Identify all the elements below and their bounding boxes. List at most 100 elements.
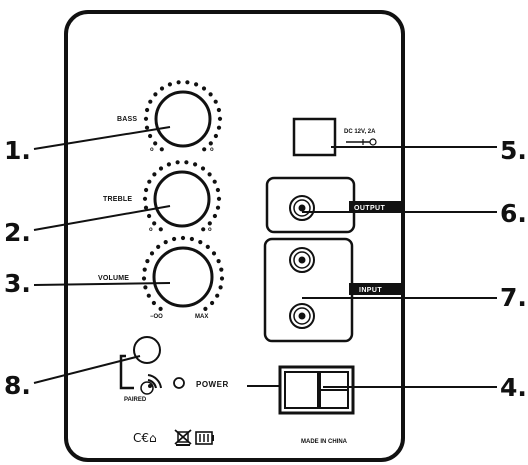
dial-dot — [194, 82, 199, 87]
dial-dot — [167, 82, 172, 87]
leader-2 — [33, 205, 171, 231]
bass-max-mark: o — [210, 147, 214, 153]
dial-dot — [152, 221, 157, 226]
dial-dot — [145, 107, 150, 113]
dial-dot — [141, 276, 147, 281]
input-rca-jack-top[interactable] — [289, 247, 315, 273]
dial-dot — [158, 306, 163, 311]
dial-dot — [210, 300, 215, 306]
dial-dot — [207, 221, 212, 226]
callout-number-2: 2. — [4, 218, 31, 247]
dial-dot — [147, 213, 152, 219]
callout-number-8: 8. — [4, 371, 31, 400]
treble-knob-body[interactable] — [153, 170, 211, 228]
volume-min-mark: −OO — [150, 314, 163, 320]
dial-dot — [205, 244, 210, 249]
dial-dot — [219, 267, 224, 272]
dial-dot — [142, 267, 147, 272]
power-label: POWER — [196, 380, 229, 389]
output-tag — [349, 201, 401, 213]
battery-recycle-icon — [195, 431, 214, 445]
dial-dot — [193, 162, 198, 167]
dial-dot — [216, 125, 222, 130]
dial-dot — [180, 235, 186, 241]
dial-dot — [147, 179, 152, 184]
dial-dot — [158, 166, 164, 171]
dc-polarity-icon — [346, 138, 377, 146]
dial-dot — [148, 133, 153, 139]
power-led-indicator — [173, 377, 185, 389]
dial-dot — [144, 187, 149, 193]
input-label: INPUT — [359, 287, 382, 294]
dial-dot — [219, 276, 225, 281]
volume-max-mark: MAX — [195, 314, 208, 320]
input-tag — [349, 283, 401, 295]
leader-1 — [33, 126, 171, 150]
dial-dot — [156, 244, 161, 249]
dial-dot — [166, 162, 171, 167]
dial-dot — [207, 172, 212, 177]
callout-number-1: 1. — [4, 136, 31, 165]
bass-min-mark: o — [150, 147, 154, 153]
dial-dot — [145, 259, 150, 264]
bluetooth-pair-button[interactable] — [133, 336, 161, 364]
output-label: OUTPUT — [354, 205, 385, 212]
dial-dot — [212, 179, 217, 184]
dial-dot — [216, 196, 222, 201]
dial-dot — [175, 160, 180, 165]
bass-knob[interactable] — [143, 80, 223, 152]
dial-dot — [202, 147, 207, 152]
bass-dial-scale — [143, 80, 223, 152]
weee-bin-icon — [174, 429, 192, 446]
callout-leaders — [33, 126, 497, 388]
dial-dot — [159, 147, 164, 152]
dial-dot — [185, 80, 190, 85]
output-rca-jack[interactable] — [289, 195, 315, 221]
callout-number-5: 5. — [500, 136, 527, 165]
callout-number-3: 3. — [4, 269, 31, 298]
dial-dot — [184, 160, 189, 165]
dial-dot — [218, 285, 223, 290]
dial-dot — [215, 187, 220, 193]
dial-dot — [151, 300, 156, 306]
dial-dot — [211, 251, 217, 256]
treble-knob[interactable] — [142, 160, 222, 232]
dial-dot — [208, 141, 213, 146]
dial-dot — [176, 80, 181, 85]
dial-dot — [201, 86, 207, 91]
dial-dot — [201, 227, 206, 232]
power-switch[interactable] — [278, 365, 355, 415]
bass-label: BASS — [117, 116, 137, 123]
volume-knob[interactable] — [141, 235, 225, 311]
rear-panel-outline — [64, 10, 405, 462]
dial-dot — [143, 116, 149, 121]
input-rca-jack-bottom[interactable] — [289, 303, 315, 329]
dial-dot — [217, 116, 223, 121]
dial-dot — [212, 213, 217, 219]
dial-dot — [189, 236, 194, 242]
callout-number-6: 6. — [500, 199, 527, 228]
pair-bracket — [119, 354, 134, 390]
dial-dot — [153, 141, 158, 146]
treble-max-mark: o — [208, 227, 212, 233]
dial-dot — [215, 205, 221, 210]
dial-dot — [159, 86, 165, 91]
dial-dot — [213, 133, 218, 139]
treble-label: TREBLE — [103, 196, 132, 203]
callout-number-4: 4. — [500, 373, 527, 402]
treble-dial-scale — [142, 160, 222, 232]
dial-dot — [143, 285, 148, 290]
leader-3 — [33, 282, 171, 286]
certification-marks: C€⌂ — [133, 431, 157, 445]
dial-dot — [153, 92, 158, 97]
volume-knob-body[interactable] — [152, 246, 214, 308]
bass-knob-body[interactable] — [154, 90, 212, 148]
volume-dial-scale — [141, 235, 225, 311]
dial-dot — [216, 107, 221, 113]
dial-dot — [149, 251, 155, 256]
dial-dot — [148, 99, 153, 104]
dc-power-jack[interactable] — [292, 117, 337, 157]
dial-dot — [172, 236, 177, 242]
dial-dot — [144, 125, 150, 130]
